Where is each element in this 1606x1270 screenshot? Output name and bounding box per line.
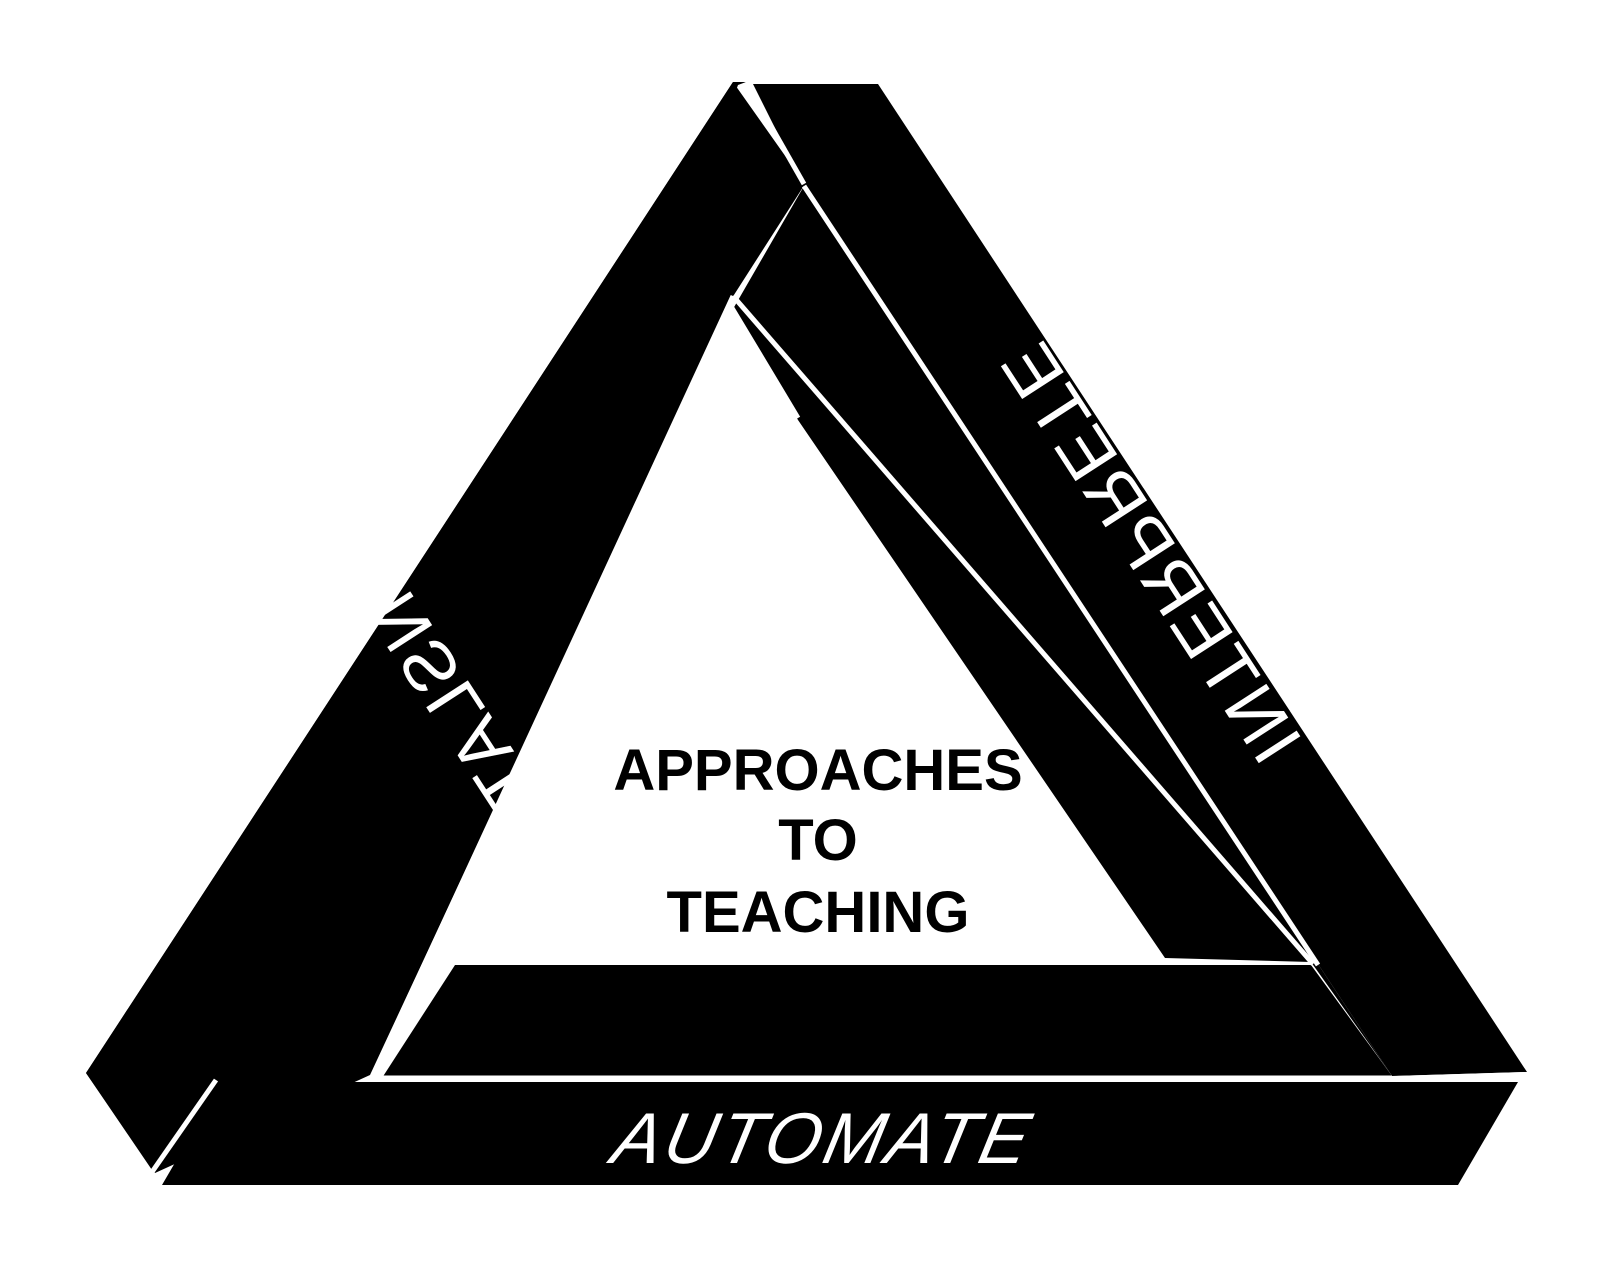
automate-label: AUTOMATE: [602, 1099, 1040, 1179]
center-title-line3: TEACHING: [667, 880, 970, 945]
center-title-line1: APPROACHES: [613, 738, 1022, 803]
bottom-band: [382, 965, 1392, 1078]
center-title-line2: TO: [778, 808, 858, 873]
